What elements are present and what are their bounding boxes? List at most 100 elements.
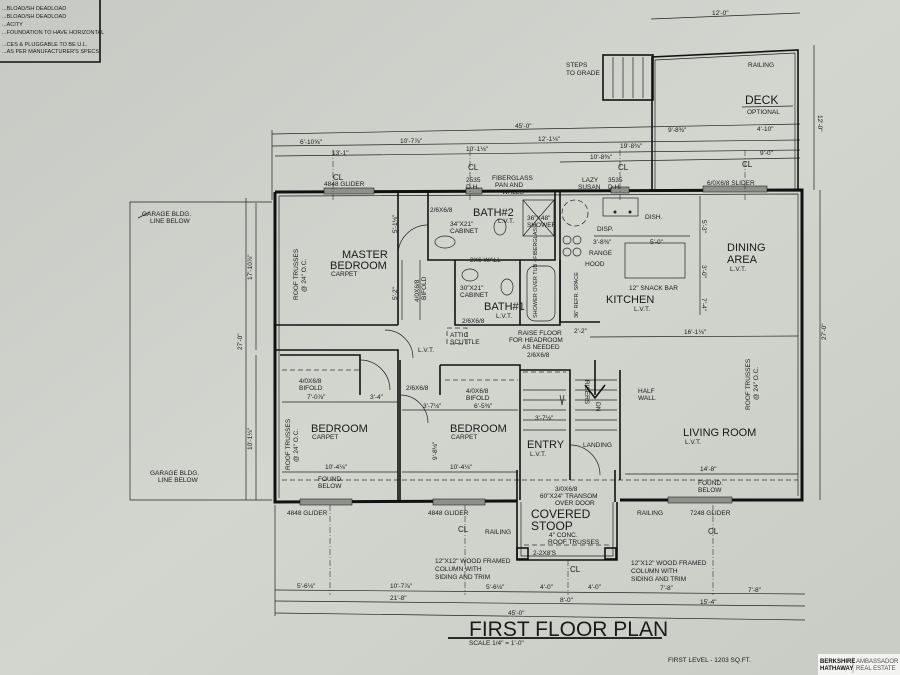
dim: 19'-8⅜" (620, 143, 643, 150)
dim: 5'-2" (392, 286, 399, 300)
window-4848-bedroom (432, 498, 486, 506)
note: SIDING AND TRIM (435, 574, 490, 581)
note: 34"X21" (450, 221, 474, 228)
attic-scuttle[interactable] (446, 327, 468, 345)
centerline-mark: CL (333, 173, 344, 182)
dim: 9'-8⅛" (432, 441, 439, 460)
note: @ 24" O.C. (301, 259, 308, 292)
garage-label: GARAGE BLDG. (150, 470, 199, 477)
note: COLUMN WITH (435, 566, 482, 573)
note: 7248 GLIDER (690, 510, 731, 517)
logo-text: REAL ESTATE (856, 666, 896, 672)
floor-finish: L.V.T. (498, 218, 514, 225)
dim: 10'-4⅛" (450, 464, 473, 471)
note: 4848 GLIDER (324, 181, 365, 188)
note: WALL (638, 395, 656, 402)
note: RANGE (589, 250, 613, 257)
note: ...BLOAD/SH DEADLOAD (2, 6, 66, 12)
shower-stall (522, 199, 555, 237)
note: 4/0X6/8 (299, 378, 322, 385)
dim: 4'-10" (757, 126, 774, 133)
dim: 10'-4⅛" (325, 464, 348, 471)
note: HALF (638, 388, 655, 395)
logo-text: HATHAWAY (820, 666, 853, 672)
dim: 4'-0" (588, 584, 602, 591)
note: 2/6X6/8 (406, 385, 429, 392)
garage-label: LINE BELOW (150, 218, 191, 225)
note: BIFOLD (466, 395, 490, 402)
floor-area: FIRST LEVEL - 1203 SQ.FT. (668, 657, 751, 664)
dim: 3'-4" (370, 394, 384, 401)
note: DISP. (597, 226, 613, 233)
note: HOOD (585, 261, 605, 268)
dining-area-label: DINING (727, 242, 766, 254)
master-bedroom-label: BEDROOM (330, 260, 387, 272)
entry-door[interactable] (569, 444, 601, 476)
slider-door[interactable] (702, 185, 768, 193)
note: ROOF TRUSSES (285, 418, 292, 470)
note: ROOF TRUSSES (293, 248, 300, 300)
logo-text: AMBASSADOR (856, 659, 899, 665)
dim: 7'-0⅞" (307, 394, 326, 401)
note: 4/0X6/8 (414, 279, 421, 302)
dim: 6'-10⅝" (300, 139, 323, 146)
centerlines: CL CL CL CL CL CL CL (329, 150, 753, 595)
floor-finish: L.V.T. (496, 313, 512, 320)
lazy-susan (561, 199, 589, 227)
floor-finish: 4" CONC. (549, 532, 578, 539)
dim: 9'-8⅜" (668, 127, 687, 134)
centerline-mark: CL (570, 565, 581, 574)
note: FOUND. (318, 476, 343, 483)
steps-label: STEPS (566, 62, 588, 69)
door-swings (359, 224, 601, 476)
bedroom-label: BEDROOM (311, 423, 368, 435)
note: ATTIC (450, 332, 469, 339)
dim: 2'-2" (574, 328, 588, 335)
column-icon (604, 547, 617, 560)
bath1-label: BATH#1 (484, 301, 525, 313)
note: 2/6X6/8 (462, 318, 485, 325)
note: FIBERGLASS (492, 175, 533, 182)
dim: 45'-0" (508, 610, 525, 617)
note: BELOW (698, 487, 722, 494)
deck-label: DECK (745, 93, 778, 107)
dim: 8'-0" (560, 597, 574, 604)
annotations: ROOF TRUSSES @ 24" O.C. ROOF TRUSSES @ 2… (285, 175, 760, 583)
note: ...AS PER MANUFACTURER'S SPECS. (2, 49, 101, 55)
dim: 12'-1⅛" (538, 136, 561, 143)
centerline-mark: CL (708, 527, 719, 536)
note: D.H. (608, 184, 621, 191)
note: 12"X12" WOOD FRAMED (435, 558, 511, 565)
stairs (523, 379, 617, 431)
dim: 5'-1⅛" (392, 214, 399, 233)
note: AS NEEDED (522, 344, 560, 351)
note: RAILING (637, 510, 663, 517)
note: ROOF TRUSSES (548, 539, 600, 546)
note: ...FOUNDATION TO HAVE HORIZONTAL (2, 30, 104, 36)
dim: 14'-8" (700, 466, 717, 473)
brokerage-logo: BERKSHIRE HATHAWAY AMBASSADOR REAL ESTAT… (818, 654, 900, 675)
window-2535 (465, 187, 483, 195)
interior-walls (275, 192, 621, 502)
note: 60"X24" TRANSOM (540, 493, 598, 500)
garage-line: GARAGE BLDG. LINE BELOW GARAGE BLDG. LIN… (129, 201, 272, 501)
dim: 17'-10⅞" (247, 254, 254, 280)
kitchen-fixtures (434, 197, 686, 345)
note: FOUND. (698, 480, 723, 487)
deck-steps (602, 54, 654, 101)
note: ...ACITY (2, 22, 23, 28)
entry-label: ENTRY (527, 439, 565, 451)
dim: 15'-4" (700, 599, 717, 606)
room-labels: MASTER BEDROOM CARPET BATH#2 L.V.T. BATH… (311, 207, 766, 539)
dim: 4'-0" (540, 584, 554, 591)
dim: 9'-0" (760, 150, 774, 157)
floor-finish: CARPET (451, 434, 477, 441)
floor-finish: CARPET (312, 434, 338, 441)
dim: 7'-8" (748, 587, 762, 594)
dim: 10'-8⅜" (590, 154, 613, 161)
floor-finish: L.V.T. (418, 347, 434, 354)
master-bedroom-label: MASTER (342, 249, 388, 261)
note: ...BLOAD/SH DEADLOAD (2, 14, 66, 20)
note: 2X6 WALL (470, 257, 501, 264)
